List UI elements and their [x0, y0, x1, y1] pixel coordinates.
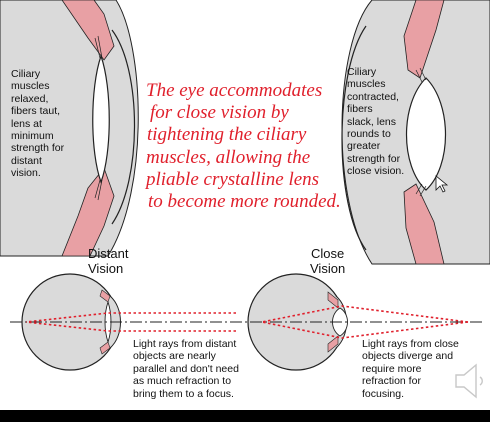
- distant-note-line: parallel and don't need: [133, 362, 239, 375]
- right-eye-label-line: Ciliary: [347, 66, 377, 78]
- left-eye-label-line: Ciliary: [11, 68, 41, 80]
- caption-line: pliable crystalline lens: [146, 168, 320, 190]
- left-eye-label-line: distant: [11, 154, 42, 167]
- caption-line: to become more rounded.: [148, 191, 341, 213]
- close-note-line: Light rays from close: [362, 338, 459, 350]
- distant-vision-title: Distant Vision: [88, 246, 128, 276]
- close-light-rays: [261, 305, 469, 339]
- close-eye-muscle-top: [327, 291, 339, 309]
- distant-note-line: objects are nearly: [133, 350, 216, 363]
- left-eye-fibers: [94, 35, 103, 201]
- close-note-line: objects diverge and: [362, 350, 454, 363]
- left-eye-cornea: [111, 29, 135, 225]
- close-note-line: focusing.: [362, 387, 405, 400]
- right-eye-cornea: [341, 25, 367, 251]
- right-eye-label-line: fibers: [347, 103, 373, 116]
- left-eye-section: [0, 0, 139, 257]
- left-eye-label-line: vision.: [11, 167, 41, 180]
- right-eye-label-line: greater: [347, 140, 381, 153]
- right-eye-label-line: close vision.: [347, 165, 405, 178]
- left-eye-label-line: relaxed,: [11, 92, 49, 105]
- accommodation-caption: The eye accommodates for close vision by…: [136, 80, 358, 213]
- right-eye-label-line: contracted,: [347, 90, 399, 103]
- right-eye-label-line: strength for: [347, 152, 401, 165]
- left-eye-lens: [92, 54, 110, 184]
- left-eye-label-line: strength for: [11, 142, 65, 155]
- distant-note-line: as much refraction to: [133, 375, 232, 388]
- distant-eye-muscle-top: [99, 289, 111, 303]
- distant-vision-note: Light rays from distant objects are near…: [133, 338, 239, 400]
- caption-line: muscles, allowing the: [146, 146, 311, 168]
- right-eye-label-line: rounds to: [347, 128, 391, 141]
- close-vision-title-line: Close: [310, 246, 345, 261]
- distant-note-line: bring them to a focus.: [133, 387, 234, 400]
- distant-eye-muscle-bottom: [99, 341, 111, 355]
- left-eye-lower-muscle: [61, 167, 115, 257]
- close-vision-title: Close Vision: [310, 246, 345, 276]
- left-eye-label: Ciliary muscles relaxed, fibers taut, le…: [11, 68, 64, 180]
- right-eye-label-line: slack, lens: [347, 115, 397, 128]
- left-eye-label-line: minimum: [11, 130, 54, 143]
- bottom-black-bar: [0, 410, 490, 422]
- right-eye-lower-muscle: [403, 183, 445, 265]
- distant-note-line: Light rays from distant: [133, 338, 237, 350]
- right-eye-label: Ciliary muscles contracted, fibers slack…: [347, 66, 404, 178]
- right-eye-section: [341, 0, 490, 265]
- right-eye-fibers: [415, 67, 427, 197]
- caption-line: tightening the ciliary: [147, 124, 307, 146]
- close-vision-title-line: Vision: [310, 261, 346, 276]
- left-eye-label-line: muscles: [11, 80, 50, 93]
- distant-vision-title-line: Distant: [88, 246, 129, 261]
- close-vision-note: Light rays from close objects diverge an…: [362, 338, 459, 400]
- close-note-line: refraction for: [362, 375, 421, 388]
- right-eye-lens: [405, 77, 447, 191]
- caption-line: The eye accommodates: [146, 80, 323, 101]
- left-eye-label-line: lens at: [11, 117, 42, 130]
- cursor-arrow-icon: [435, 175, 449, 193]
- distant-vision-title-line: Vision: [88, 261, 124, 276]
- left-eye-label-line: fibers taut,: [11, 105, 61, 118]
- speaker-icon[interactable]: [452, 361, 486, 401]
- caption-line: for close vision by: [150, 102, 289, 124]
- left-eye-upper-muscle: [61, 0, 115, 61]
- right-eye-label-line: muscles: [347, 78, 386, 91]
- close-note-line: require more: [362, 362, 422, 375]
- close-eye-muscle-bottom: [327, 335, 339, 353]
